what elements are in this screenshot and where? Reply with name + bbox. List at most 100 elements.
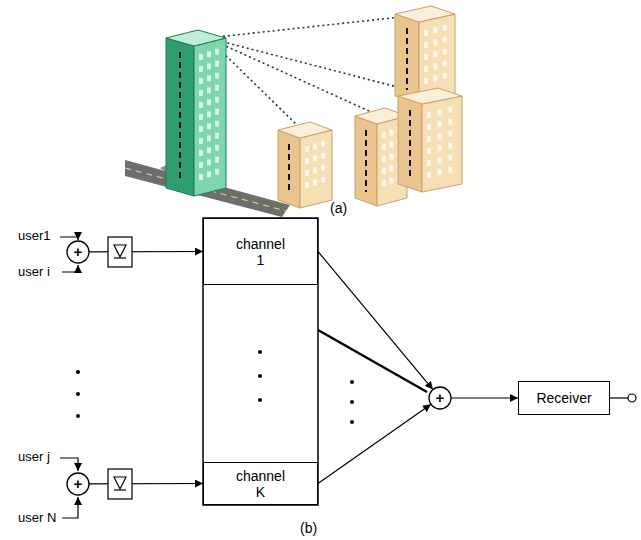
output-wire <box>610 394 636 402</box>
building-part <box>305 170 309 176</box>
building-part <box>424 78 428 84</box>
ellipsis-dot-part <box>258 374 262 378</box>
led-symbol-part <box>114 489 126 490</box>
building-part <box>448 167 452 173</box>
building <box>398 88 462 192</box>
building-part <box>166 30 226 46</box>
building <box>395 6 455 104</box>
block-label: channel K <box>234 468 288 500</box>
building-part <box>215 145 219 151</box>
building-part <box>433 27 437 33</box>
building-part <box>389 165 393 171</box>
ellipsis-dot-part <box>258 398 262 402</box>
adder-outline-part <box>429 387 451 409</box>
block-label: channel 1 <box>234 236 288 268</box>
user-label: user j <box>18 449 50 465</box>
building-part <box>215 73 219 79</box>
led-symbol-part <box>108 469 132 499</box>
building-part <box>313 167 317 173</box>
building-part <box>424 54 428 60</box>
input-wire-part <box>60 458 78 471</box>
building-part <box>398 88 462 104</box>
led-symbol-part <box>114 257 126 258</box>
building-part <box>207 159 211 165</box>
building-part <box>207 171 211 177</box>
user-label: user1 <box>18 228 51 244</box>
building-part <box>443 49 447 55</box>
building <box>166 30 226 196</box>
building-part <box>433 51 437 57</box>
building-part <box>382 168 386 174</box>
building-part <box>409 110 411 178</box>
building-part <box>406 28 408 90</box>
building-part <box>215 133 219 139</box>
building-part <box>278 122 332 138</box>
building-part <box>382 156 386 162</box>
building-part <box>443 25 447 31</box>
building-part <box>427 136 431 142</box>
sum-sign: + <box>436 390 445 406</box>
building-part <box>321 153 325 159</box>
signal-connector <box>318 404 431 483</box>
building-part <box>321 177 325 183</box>
building-part <box>433 75 437 81</box>
output-wire-part <box>628 394 636 402</box>
output-wire-part <box>610 397 628 398</box>
building-part <box>215 121 219 127</box>
channel-wire <box>318 330 427 392</box>
building-part <box>313 179 317 185</box>
building-part <box>433 63 437 69</box>
building-part <box>199 78 203 84</box>
building-part <box>398 96 422 192</box>
building-part <box>448 119 452 125</box>
adder-circle: + <box>66 240 90 264</box>
building-part <box>215 85 219 91</box>
building-part <box>199 90 203 96</box>
building <box>166 6 462 208</box>
ellipsis-dot-part <box>350 420 354 424</box>
channel-box: channel 1 <box>203 218 318 285</box>
adder-circle: + <box>66 472 90 496</box>
building-part <box>448 143 452 149</box>
building-part <box>365 130 367 192</box>
building-part <box>424 30 428 36</box>
channel-bank <box>203 218 318 505</box>
signal-connector <box>451 397 518 398</box>
user-label: user N <box>18 510 56 526</box>
building-part <box>207 123 211 129</box>
building-part <box>448 107 452 113</box>
building-part <box>438 169 442 175</box>
building-part <box>207 111 211 117</box>
building-part <box>443 37 447 43</box>
adder-outline-part <box>67 473 89 495</box>
building-part <box>207 51 211 57</box>
building-part <box>382 144 386 150</box>
optical-link <box>208 38 380 116</box>
building-part <box>166 38 194 196</box>
building-part <box>207 99 211 105</box>
signal-connector <box>318 252 433 390</box>
receiver-box: Receiver <box>518 381 610 415</box>
building-part <box>305 146 309 152</box>
ellipsis-dot <box>76 350 354 424</box>
building-part <box>207 135 211 141</box>
building-part <box>199 66 203 72</box>
building-part <box>427 160 431 166</box>
building-part <box>443 73 447 79</box>
panel-label: (b) <box>300 520 317 536</box>
building-part <box>427 172 431 178</box>
building-part <box>313 155 317 161</box>
ellipsis-dot-part <box>350 380 354 384</box>
building-part <box>424 42 428 48</box>
ellipsis-dot-part <box>350 400 354 404</box>
building-part <box>389 153 393 159</box>
building-part <box>448 131 452 137</box>
building-part <box>305 158 309 164</box>
channel-box: channel K <box>203 462 318 505</box>
building-part <box>427 148 431 154</box>
sum-sign: + <box>74 244 83 260</box>
signal-connector <box>89 483 203 485</box>
signal-connector <box>89 251 203 253</box>
